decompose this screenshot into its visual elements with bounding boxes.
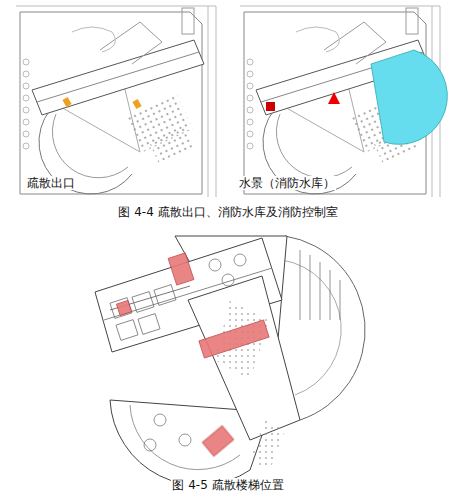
plan-label: 疏散出口 [26, 176, 76, 190]
plan-label: 水景（消防水库） [238, 176, 336, 190]
figure-caption: 图 4-4 疏散出口、消防水库及消防控制室 [117, 205, 338, 219]
figure-caption: 图 4-5 疏散楼梯位置 [171, 478, 284, 492]
